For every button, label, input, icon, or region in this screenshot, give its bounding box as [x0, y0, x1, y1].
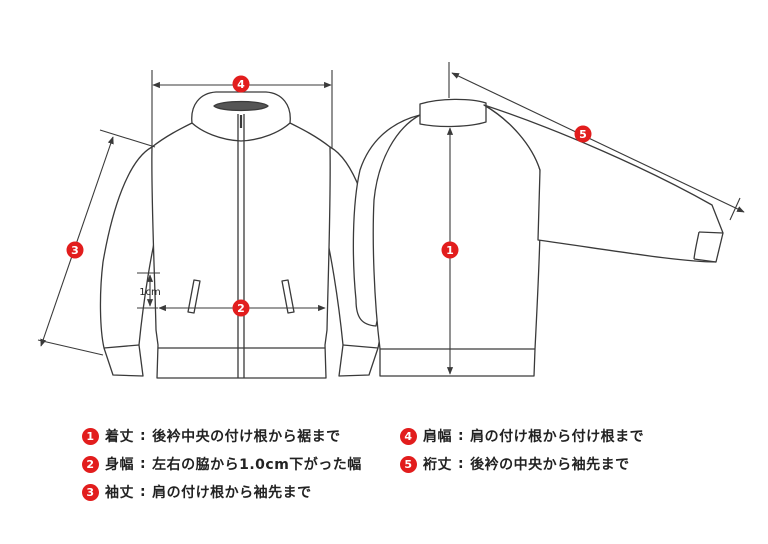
svg-text:4: 4	[237, 78, 245, 91]
marker-2: 2	[232, 299, 250, 317]
number-badge: 4	[400, 427, 417, 445]
legend-item-5: 5 裄丈 : 後衿の中央から袖先まで	[400, 454, 630, 474]
legend-description: 後衿の中央から袖先まで	[470, 457, 630, 473]
legend-label: 身幅	[105, 457, 134, 473]
legend-separator: :	[458, 428, 465, 444]
marker-1: 1	[441, 241, 459, 259]
legend-item-4: 4 肩幅 : 肩の付け根から付け根まで	[400, 426, 644, 446]
legend-description: 肩の付け根から付け根まで	[470, 429, 645, 445]
pocket-note: 1cm	[139, 287, 161, 298]
svg-text:5: 5	[579, 128, 587, 141]
legend-label: 袖丈	[105, 485, 134, 501]
marker-4: 4	[232, 75, 250, 93]
number-badge: 3	[82, 483, 99, 501]
legend-label: 肩幅	[423, 429, 452, 445]
legend-separator: :	[458, 456, 465, 472]
legend-item-3: 3 袖丈 : 肩の付け根から袖先まで	[82, 482, 312, 502]
legend-description: 左右の脇から1.0cm下がった幅	[152, 457, 362, 473]
legend-description: 後衿中央の付け根から裾まで	[152, 429, 341, 445]
number-badge: 5	[400, 455, 417, 473]
marker-3: 3	[66, 241, 84, 259]
legend-item-1: 1 着丈 : 後衿中央の付け根から裾まで	[82, 426, 341, 446]
legend-label: 着丈	[105, 429, 134, 445]
legend-description: 肩の付け根から袖先まで	[152, 485, 312, 501]
jacket-measurement-diagram: 1cm 4 5 3 1 2	[37, 62, 745, 379]
legend-separator: :	[140, 428, 147, 444]
legend-item-2: 2 身幅 : 左右の脇から1.0cm下がった幅	[82, 454, 362, 474]
front-jacket	[99, 91, 383, 379]
number-badge: 2	[82, 455, 99, 473]
back-jacket	[352, 98, 724, 377]
svg-text:3: 3	[71, 244, 79, 257]
svg-text:2: 2	[237, 302, 245, 315]
legend-separator: :	[140, 484, 147, 500]
legend-label: 裄丈	[423, 457, 452, 473]
number-badge: 1	[82, 427, 99, 445]
svg-text:1: 1	[446, 244, 454, 257]
legend-separator: :	[140, 456, 147, 472]
marker-5: 5	[574, 125, 592, 143]
